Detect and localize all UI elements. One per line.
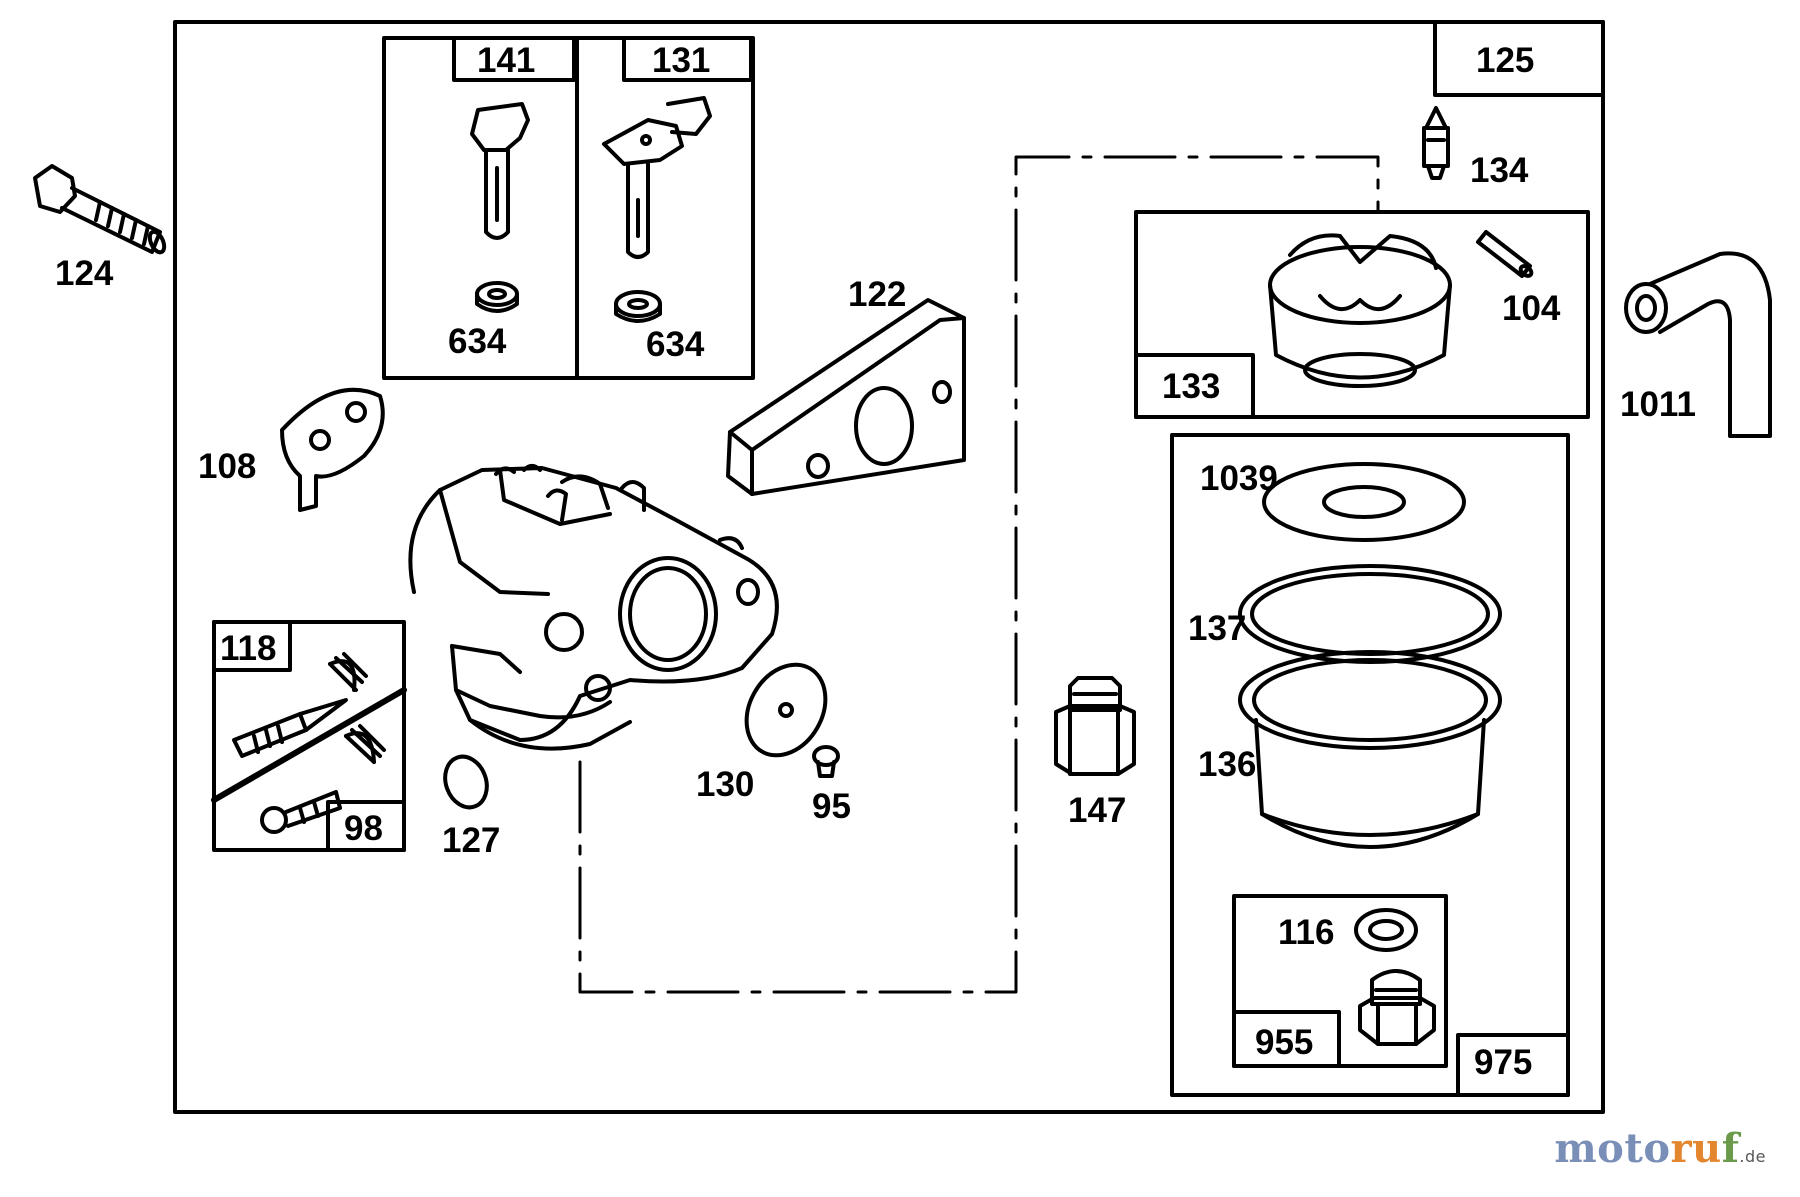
label-118: 118 [220, 629, 276, 668]
gasket-1039-icon [1262, 462, 1466, 542]
label-98: 98 [344, 809, 383, 848]
carburetor-body-icon [408, 464, 779, 751]
label-box-125 [1433, 20, 1605, 97]
label-box-133 [1134, 353, 1255, 419]
label-127: 127 [442, 821, 500, 860]
box-118-98 [212, 620, 406, 852]
label-634-left: 634 [448, 322, 507, 361]
bolt-124-icon [33, 164, 167, 255]
label-122: 122 [848, 275, 906, 314]
outer-frame [173, 20, 1605, 1114]
welch-plug-127-icon [443, 754, 489, 810]
label-104: 104 [1502, 289, 1561, 328]
label-box-975 [1456, 1033, 1570, 1097]
label-108: 108 [198, 447, 256, 486]
label-130: 130 [696, 765, 754, 804]
watermark-part2: ru [1670, 1125, 1722, 1172]
watermark-part1: moto [1554, 1125, 1671, 1172]
label-box-131 [622, 36, 753, 82]
label-1011: 1011 [1620, 385, 1696, 424]
screw-95-icon [812, 745, 840, 778]
mixture-screws-icon [232, 652, 386, 834]
label-131: 131 [652, 41, 710, 80]
box-975 [1170, 433, 1570, 1097]
label-box-98 [326, 800, 406, 852]
nut-147-icon [1054, 676, 1136, 776]
plate-108-icon [280, 387, 385, 512]
label-box-141 [452, 36, 576, 82]
insulator-122-icon [726, 298, 966, 496]
label-634-right: 634 [646, 325, 705, 364]
float-needle-134-icon [1422, 106, 1450, 180]
float-bowl-136-icon [1238, 650, 1502, 849]
label-975: 975 [1474, 1043, 1532, 1082]
label-95: 95 [812, 787, 851, 826]
label-1039: 1039 [1200, 459, 1278, 498]
float-133-icon [1268, 233, 1452, 388]
choke-shaft-131-icon [602, 96, 712, 323]
fuel-hose-1011-icon [1624, 251, 1772, 438]
bowl-nut-955-icon [1358, 969, 1436, 1046]
label-box-955 [1232, 1010, 1341, 1068]
throttle-plate-130-icon [744, 662, 828, 758]
label-124: 124 [55, 254, 114, 293]
label-box-118 [212, 620, 292, 672]
label-136: 136 [1198, 745, 1256, 784]
label-141: 141 [477, 41, 535, 80]
label-116: 116 [1278, 913, 1334, 952]
washer-116-icon [1354, 908, 1418, 952]
watermark-part3: f [1721, 1125, 1740, 1172]
watermark-suffix: .de [1739, 1147, 1766, 1166]
label-955: 955 [1255, 1023, 1313, 1062]
watermark: motoruf.de [1554, 1125, 1766, 1172]
label-134: 134 [1470, 151, 1529, 190]
box-133 [1134, 210, 1590, 419]
label-133: 133 [1162, 367, 1220, 406]
label-147: 147 [1068, 791, 1126, 830]
label-137: 137 [1188, 609, 1246, 648]
flow-line [578, 155, 1380, 994]
label-125: 125 [1476, 41, 1534, 80]
gasket-ring-137-icon [1238, 564, 1502, 664]
throttle-shaft-141-icon [470, 102, 530, 313]
hinge-pin-104-icon [1476, 230, 1534, 278]
